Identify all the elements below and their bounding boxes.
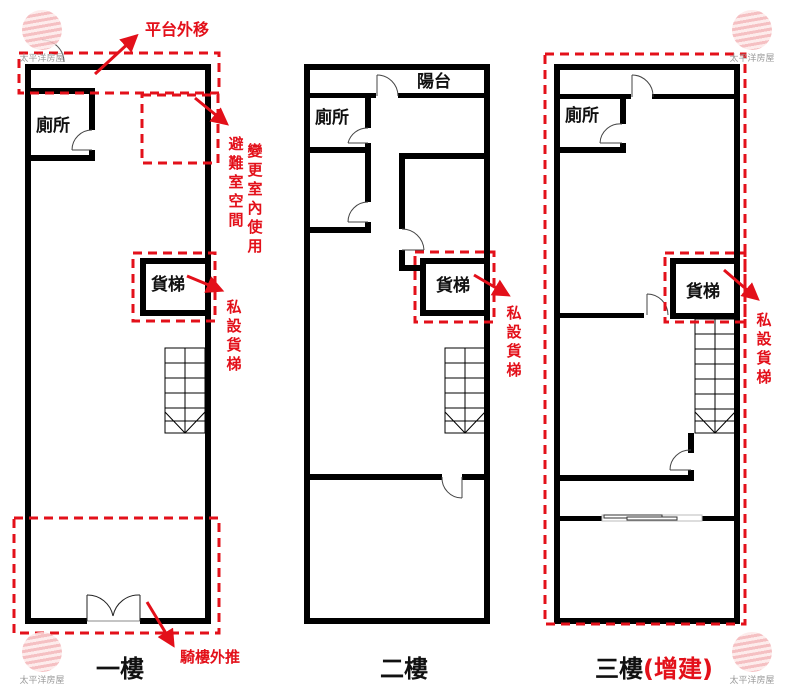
floor-1-toilet-label: 廁所 [36,116,70,136]
floor-1-toilet-door [71,129,93,151]
floor-2-arrow [473,273,511,297]
floor-3-title: 三樓(增建) [595,657,713,681]
floor-1-plan [12,33,229,648]
floor-1-entrance-door[interactable] [86,594,141,622]
floor-2-balcony-label: 陽台 [417,72,451,92]
floor-2-toilet-label: 廁所 [315,108,349,128]
floor-3-title-main: 三樓 [595,655,643,683]
floor-2-doors [347,74,463,499]
floor-2-plan [304,64,511,624]
floor-1-walls [25,64,211,624]
floor-3-doors [599,74,692,471]
floor-1-title: 一樓 [96,655,144,683]
floor-3-elevator-label: 貨梯 [686,282,720,302]
floor-1-arcade-note: 騎樓外推 [180,648,241,666]
globe-waves-icon [22,632,62,672]
floor-1-refuge-note-a: 避難室空間 [228,135,244,229]
floor-1-refuge-note-b: 變更室內使用 [247,142,263,255]
floor-1-annotation-boxes [12,51,221,635]
globe-waves-icon [732,632,772,672]
watermark-top-left: 太平洋房屋 [12,10,72,64]
watermark-top-right: 太平洋房屋 [722,10,782,64]
floor-3-stairs [694,318,736,434]
floor-2-title: 二樓 [380,655,428,683]
floor-2-walls [304,64,490,624]
floor-1-platform-note: 平台外移 [145,20,210,39]
floor-1-elevator-note: 私設貨梯 [226,298,242,373]
floor-3-plan [543,52,760,626]
floor-3-annotation-boxes [543,52,747,626]
floor-3-title-note: (增建) [643,655,713,683]
floor-3-arrow [723,268,760,301]
globe-waves-icon [22,10,62,50]
floor-1-stairs [164,347,206,434]
watermark-bottom-right: 太平洋房屋 [722,632,782,686]
floor-3-walls [554,64,740,624]
floor-3-sliding-door [601,514,703,522]
globe-waves-icon [732,10,772,50]
watermark-bottom-left: 太平洋房屋 [12,632,72,686]
floor-2-elevator-note: 私設貨梯 [506,304,522,379]
floor-2-elevator-label: 貨梯 [436,276,470,296]
floor-3-toilet-label: 廁所 [565,106,599,126]
floor-2-stairs [444,347,486,434]
floor-3-elevator-note: 私設貨梯 [756,311,772,386]
floor-1-arrows [93,33,229,648]
floor-1-elevator-label: 貨梯 [151,275,185,295]
